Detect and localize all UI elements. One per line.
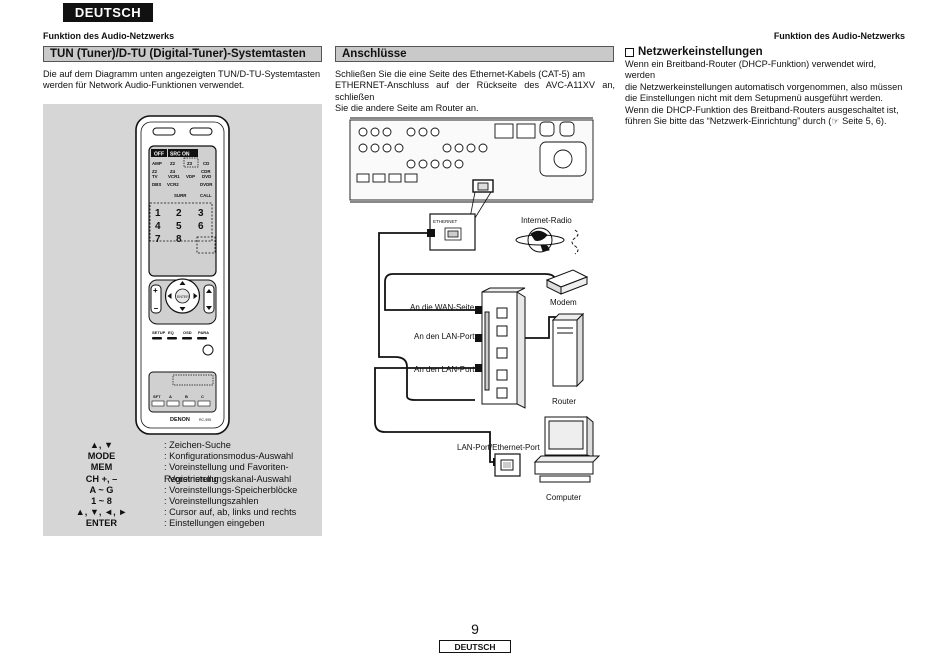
- legend-row: 1 ~ 8 : Voreinstellungszahlen: [43, 496, 322, 507]
- remote-src-label: VCR1: [168, 174, 180, 179]
- remote-src-label: DVDR: [200, 182, 213, 187]
- key-legend: ▲, ▼ : Zeichen-Suche MODE : Konfigurations…: [43, 440, 322, 530]
- remote-number: 1: [155, 208, 161, 219]
- lan-port-label-2: An den LAN-Port: [414, 365, 475, 374]
- remote-preset-label: B: [185, 394, 188, 399]
- remote-number: 8: [176, 234, 182, 245]
- network-connection-diagram: ETHERNET: [349, 117, 601, 483]
- network-settings-text: Wenn ein Breitband-Router (DHCP-Funktion…: [625, 59, 907, 127]
- footer-language-label: DEUTSCH: [439, 640, 511, 653]
- page-number: 9: [471, 621, 479, 637]
- remote-src-label: Z4: [170, 169, 176, 174]
- network-settings-title-text: Netzwerkeinstellungen: [638, 46, 763, 58]
- remote-number: 7: [155, 234, 161, 245]
- connections-text-line: Sie die andere Seite am Router an.: [335, 103, 479, 114]
- computer-label: Computer: [546, 493, 582, 502]
- remote-off-label: OFF: [154, 152, 164, 158]
- remote-src-label: Z3: [187, 161, 193, 166]
- remote-src-label: SURR: [174, 193, 187, 198]
- legend-key: MODE: [87, 451, 116, 462]
- remote-src-on-label: SRC ON: [170, 152, 190, 158]
- remote-src-label: Z2: [170, 161, 176, 166]
- remote-number: 3: [198, 208, 204, 219]
- legend-key: ▲, ▼, ◄, ►: [75, 507, 128, 518]
- remote-src-label: AMP: [152, 161, 162, 166]
- header-right: Funktion des Audio-Netzwerks: [773, 31, 905, 41]
- connections-text-line: ETHERNET-Anschluss auf der Rückseite des…: [335, 80, 615, 102]
- legend-row: ▲, ▼, ◄, ► : Cursor auf, ab, links und re…: [43, 507, 322, 518]
- lan-port-label-1: An den LAN-Port: [414, 332, 475, 341]
- internet-radio-label: Internet-Radio: [521, 216, 572, 225]
- legend-value: : Zeichen-Suche: [164, 440, 231, 450]
- legend-value: : Cursor auf, ab, links und rechts: [164, 507, 297, 518]
- legend-row: CH +, – : Voreinstellungskanal-Auswahl: [43, 474, 322, 485]
- remote-src-label: VCR2: [167, 182, 179, 187]
- lan-ethernet-port-label: LAN-Port/Ethernet-Port: [457, 443, 540, 452]
- remote-func-label: SETUP: [152, 330, 166, 335]
- legend-value: : Voreinstellung und Favoriten-Registrie…: [164, 462, 289, 484]
- legend-key: CH +, –: [85, 473, 118, 484]
- network-text-line: die Einstellungen nicht mit dem Setupmen…: [625, 93, 883, 104]
- svg-text:ENTER: ENTER: [177, 295, 189, 299]
- checkbox-square-icon: [625, 47, 634, 57]
- legend-value: : Einstellungen eingeben: [164, 518, 265, 529]
- legend-row: MEM : Voreinstellung und Favoriten-Regist…: [43, 462, 322, 484]
- ethernet-label: ETHERNET: [433, 219, 458, 224]
- remote-src-label: Z2: [152, 169, 158, 174]
- remote-number: 2: [176, 208, 182, 219]
- remote-preset-label: C: [201, 394, 204, 399]
- remote-src-label: TV: [152, 174, 158, 179]
- legend-value: : Voreinstellungs-Speicherblöcke: [164, 484, 298, 495]
- router-label: Router: [552, 397, 577, 406]
- legend-row: MODE : Konfigurationsmodus-Auswahl: [43, 451, 322, 462]
- remote-control-illustration: OFF SRC ON AMP Z2 Z3 CD Z2 Z4 CDR TV VCR…: [135, 115, 230, 435]
- remote-panel: OFF SRC ON AMP Z2 Z3 CD Z2 Z4 CDR TV VCR…: [43, 104, 322, 536]
- remote-number: 6: [198, 221, 204, 232]
- legend-key: MEM: [90, 462, 113, 473]
- remote-func-label: OSD: [183, 330, 192, 335]
- legend-value: : Voreinstellungszahlen: [164, 495, 259, 506]
- legend-key: A ~ G: [89, 484, 114, 495]
- connections-section-title: Anschlüsse: [335, 46, 614, 62]
- remote-preset-label: SFT: [153, 394, 161, 399]
- tun-intro-line: Die auf dem Diagramm unten angezeigten T…: [43, 69, 321, 79]
- remote-number: 5: [176, 221, 182, 232]
- legend-row: A ~ G : Voreinstellungs-Speicherblöcke: [43, 485, 322, 496]
- network-text-line: führen Sie bitte das “Netzwerk-Einrichtu…: [625, 116, 887, 127]
- tun-section-title: TUN (Tuner)/D-TU (Digital-Tuner)-Systemt…: [43, 46, 322, 62]
- svg-text:−: −: [154, 304, 159, 313]
- tun-intro-line: werden für Network Audio-Funktionen verw…: [43, 80, 245, 91]
- remote-func-label: PARA: [198, 330, 209, 335]
- header-left: Funktion des Audio-Netzwerks: [43, 31, 175, 41]
- legend-row: ENTER : Einstellungen eingeben: [43, 518, 322, 529]
- remote-number: 4: [155, 221, 161, 232]
- tun-intro: Die auf dem Diagramm unten angezeigten T…: [43, 69, 328, 92]
- language-tab: DEUTSCH: [63, 3, 153, 22]
- wan-side-label: An die WAN-Seite: [410, 303, 475, 312]
- remote-model: RC-995: [199, 418, 211, 422]
- legend-key: ▲, ▼: [89, 440, 114, 450]
- remote-src-label: CD: [203, 161, 209, 166]
- legend-value: : Konfigurationsmodus-Auswahl: [164, 451, 294, 462]
- legend-row: ▲, ▼ : Zeichen-Suche: [43, 440, 322, 451]
- remote-brand: DENON: [170, 417, 190, 423]
- legend-key: 1 ~ 8: [91, 495, 112, 506]
- network-text-line: die Netzwerkeinstellungen automatisch vo…: [625, 81, 903, 92]
- remote-src-label: DVD: [202, 174, 211, 179]
- remote-func-label: EQ: [168, 330, 174, 335]
- connections-text-line: Schließen Sie die eine Seite des Etherne…: [335, 69, 586, 79]
- remote-src-label: DBS: [152, 182, 161, 187]
- modem-label: Modem: [550, 298, 577, 307]
- connections-text: Schließen Sie die eine Seite des Etherne…: [335, 69, 615, 115]
- legend-value: : Voreinstellungskanal-Auswahl: [164, 473, 292, 484]
- network-text-line: Wenn ein Breitband-Router (DHCP-Funktion…: [625, 59, 877, 81]
- remote-src-label: CDR: [201, 169, 211, 174]
- remote-src-label: CALL: [200, 193, 212, 198]
- remote-src-label: VDP: [186, 174, 195, 179]
- network-settings-title: Netzwerkeinstellungen: [625, 46, 763, 58]
- network-text-line: Wenn die DHCP-Funktion des Breitband-Rou…: [625, 104, 899, 115]
- svg-text:+: +: [153, 286, 158, 295]
- remote-preset-label: A: [169, 394, 172, 399]
- legend-key: ENTER: [85, 518, 118, 529]
